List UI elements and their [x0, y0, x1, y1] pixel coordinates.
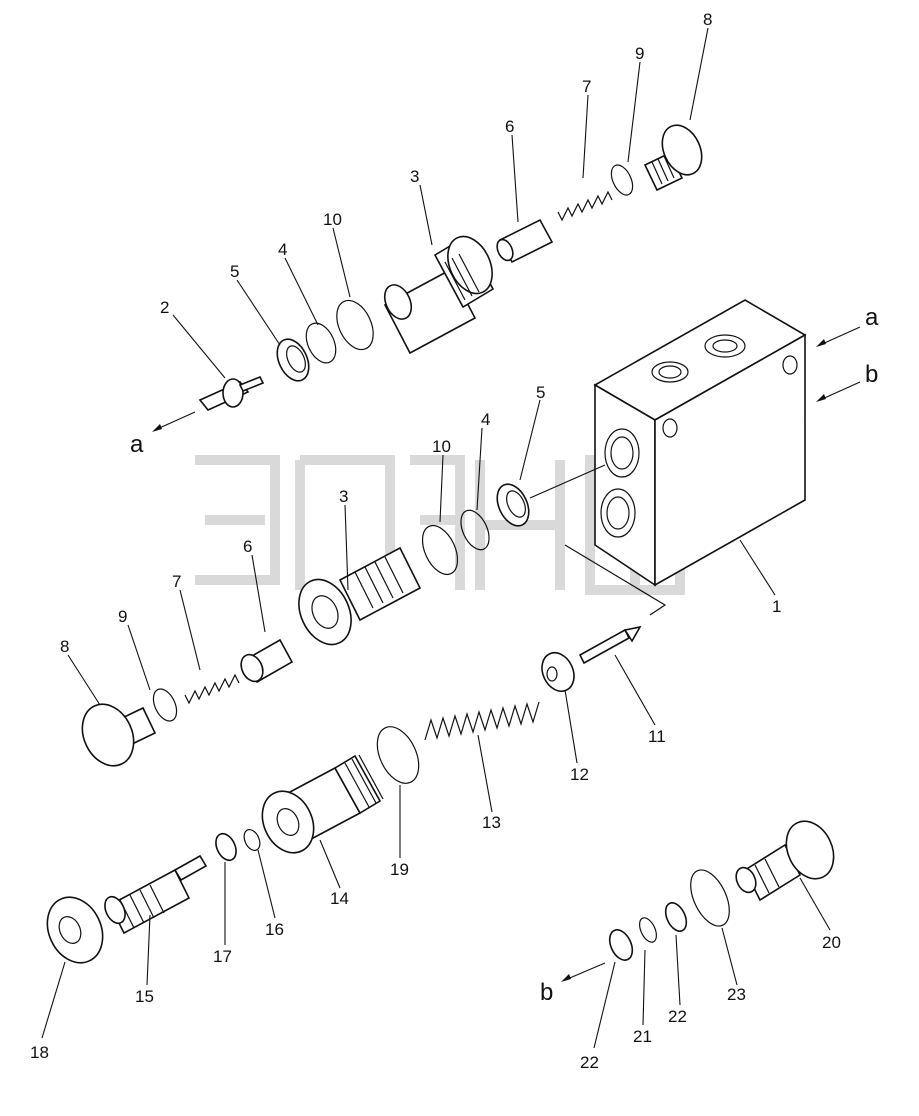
label-part-14: 14 [330, 889, 349, 908]
poppet-part-6-middle [240, 638, 294, 684]
label-part-13: 13 [482, 813, 501, 832]
label-part-3-middle: 3 [339, 487, 348, 506]
label-part-19: 19 [390, 860, 409, 879]
flow-letter-a-left: a [130, 431, 144, 458]
label-part-6-middle: 6 [243, 537, 252, 556]
flow-letter-labels: a a b b [130, 304, 879, 1006]
label-part-5-middle: 5 [536, 383, 545, 402]
flow-letter-b-right: b [865, 361, 878, 388]
cartridge-part-3-upper [383, 235, 495, 355]
label-part-5-upper: 5 [230, 262, 239, 281]
label-part-15: 15 [135, 987, 154, 1006]
label-part-7-upper: 7 [582, 77, 591, 96]
label-part-16: 16 [265, 920, 284, 939]
label-part-8-upper: 8 [703, 10, 712, 29]
label-part-7-middle: 7 [172, 572, 181, 591]
label-part-8-middle: 8 [60, 637, 69, 656]
plug-part-20 [735, 820, 835, 902]
label-part-10-middle: 10 [432, 437, 451, 456]
middle-cartridge-assembly [81, 483, 530, 767]
plug-part-8-upper [643, 124, 703, 192]
poppet-part-6-upper [496, 218, 554, 264]
label-part-9-middle: 9 [118, 607, 127, 626]
pin-part-2 [198, 375, 265, 411]
label-part-23: 23 [727, 985, 746, 1004]
flow-arrows [152, 326, 861, 982]
leader-lines [41, 27, 831, 1049]
label-part-4-middle: 4 [481, 410, 490, 429]
adjusting-screw-part-15 [104, 854, 208, 935]
label-part-21: 21 [633, 1027, 652, 1046]
label-part-12: 12 [570, 765, 589, 784]
label-part-2: 2 [160, 298, 169, 317]
cartridge-part-3-middle [298, 546, 422, 646]
label-part-4-upper: 4 [278, 240, 287, 259]
part-labels: 1 2 3 3 4 4 5 5 6 6 7 7 8 8 9 9 10 10 11… [30, 10, 841, 1072]
label-part-18: 18 [30, 1043, 49, 1062]
label-part-10-upper: 10 [323, 210, 342, 229]
label-part-17: 17 [213, 947, 232, 966]
flow-letter-b-bottom: b [540, 979, 553, 1006]
label-part-20: 20 [822, 933, 841, 952]
label-part-1: 1 [772, 597, 781, 616]
label-part-3-upper: 3 [410, 167, 419, 186]
label-part-6-upper: 6 [505, 117, 514, 136]
upper-cartridge-assembly [198, 124, 703, 411]
housing-part-14 [261, 754, 384, 854]
relief-valve-assembly [46, 625, 642, 964]
label-part-11: 11 [648, 727, 666, 746]
plug-part-8-middle [81, 703, 157, 767]
label-part-9-upper: 9 [635, 44, 644, 63]
flow-letter-a-right: a [865, 304, 879, 331]
label-part-22-left: 22 [580, 1053, 599, 1072]
lower-right-assembly [608, 820, 835, 961]
label-part-22-right: 22 [668, 1007, 687, 1026]
valve-body-part [529, 299, 807, 616]
